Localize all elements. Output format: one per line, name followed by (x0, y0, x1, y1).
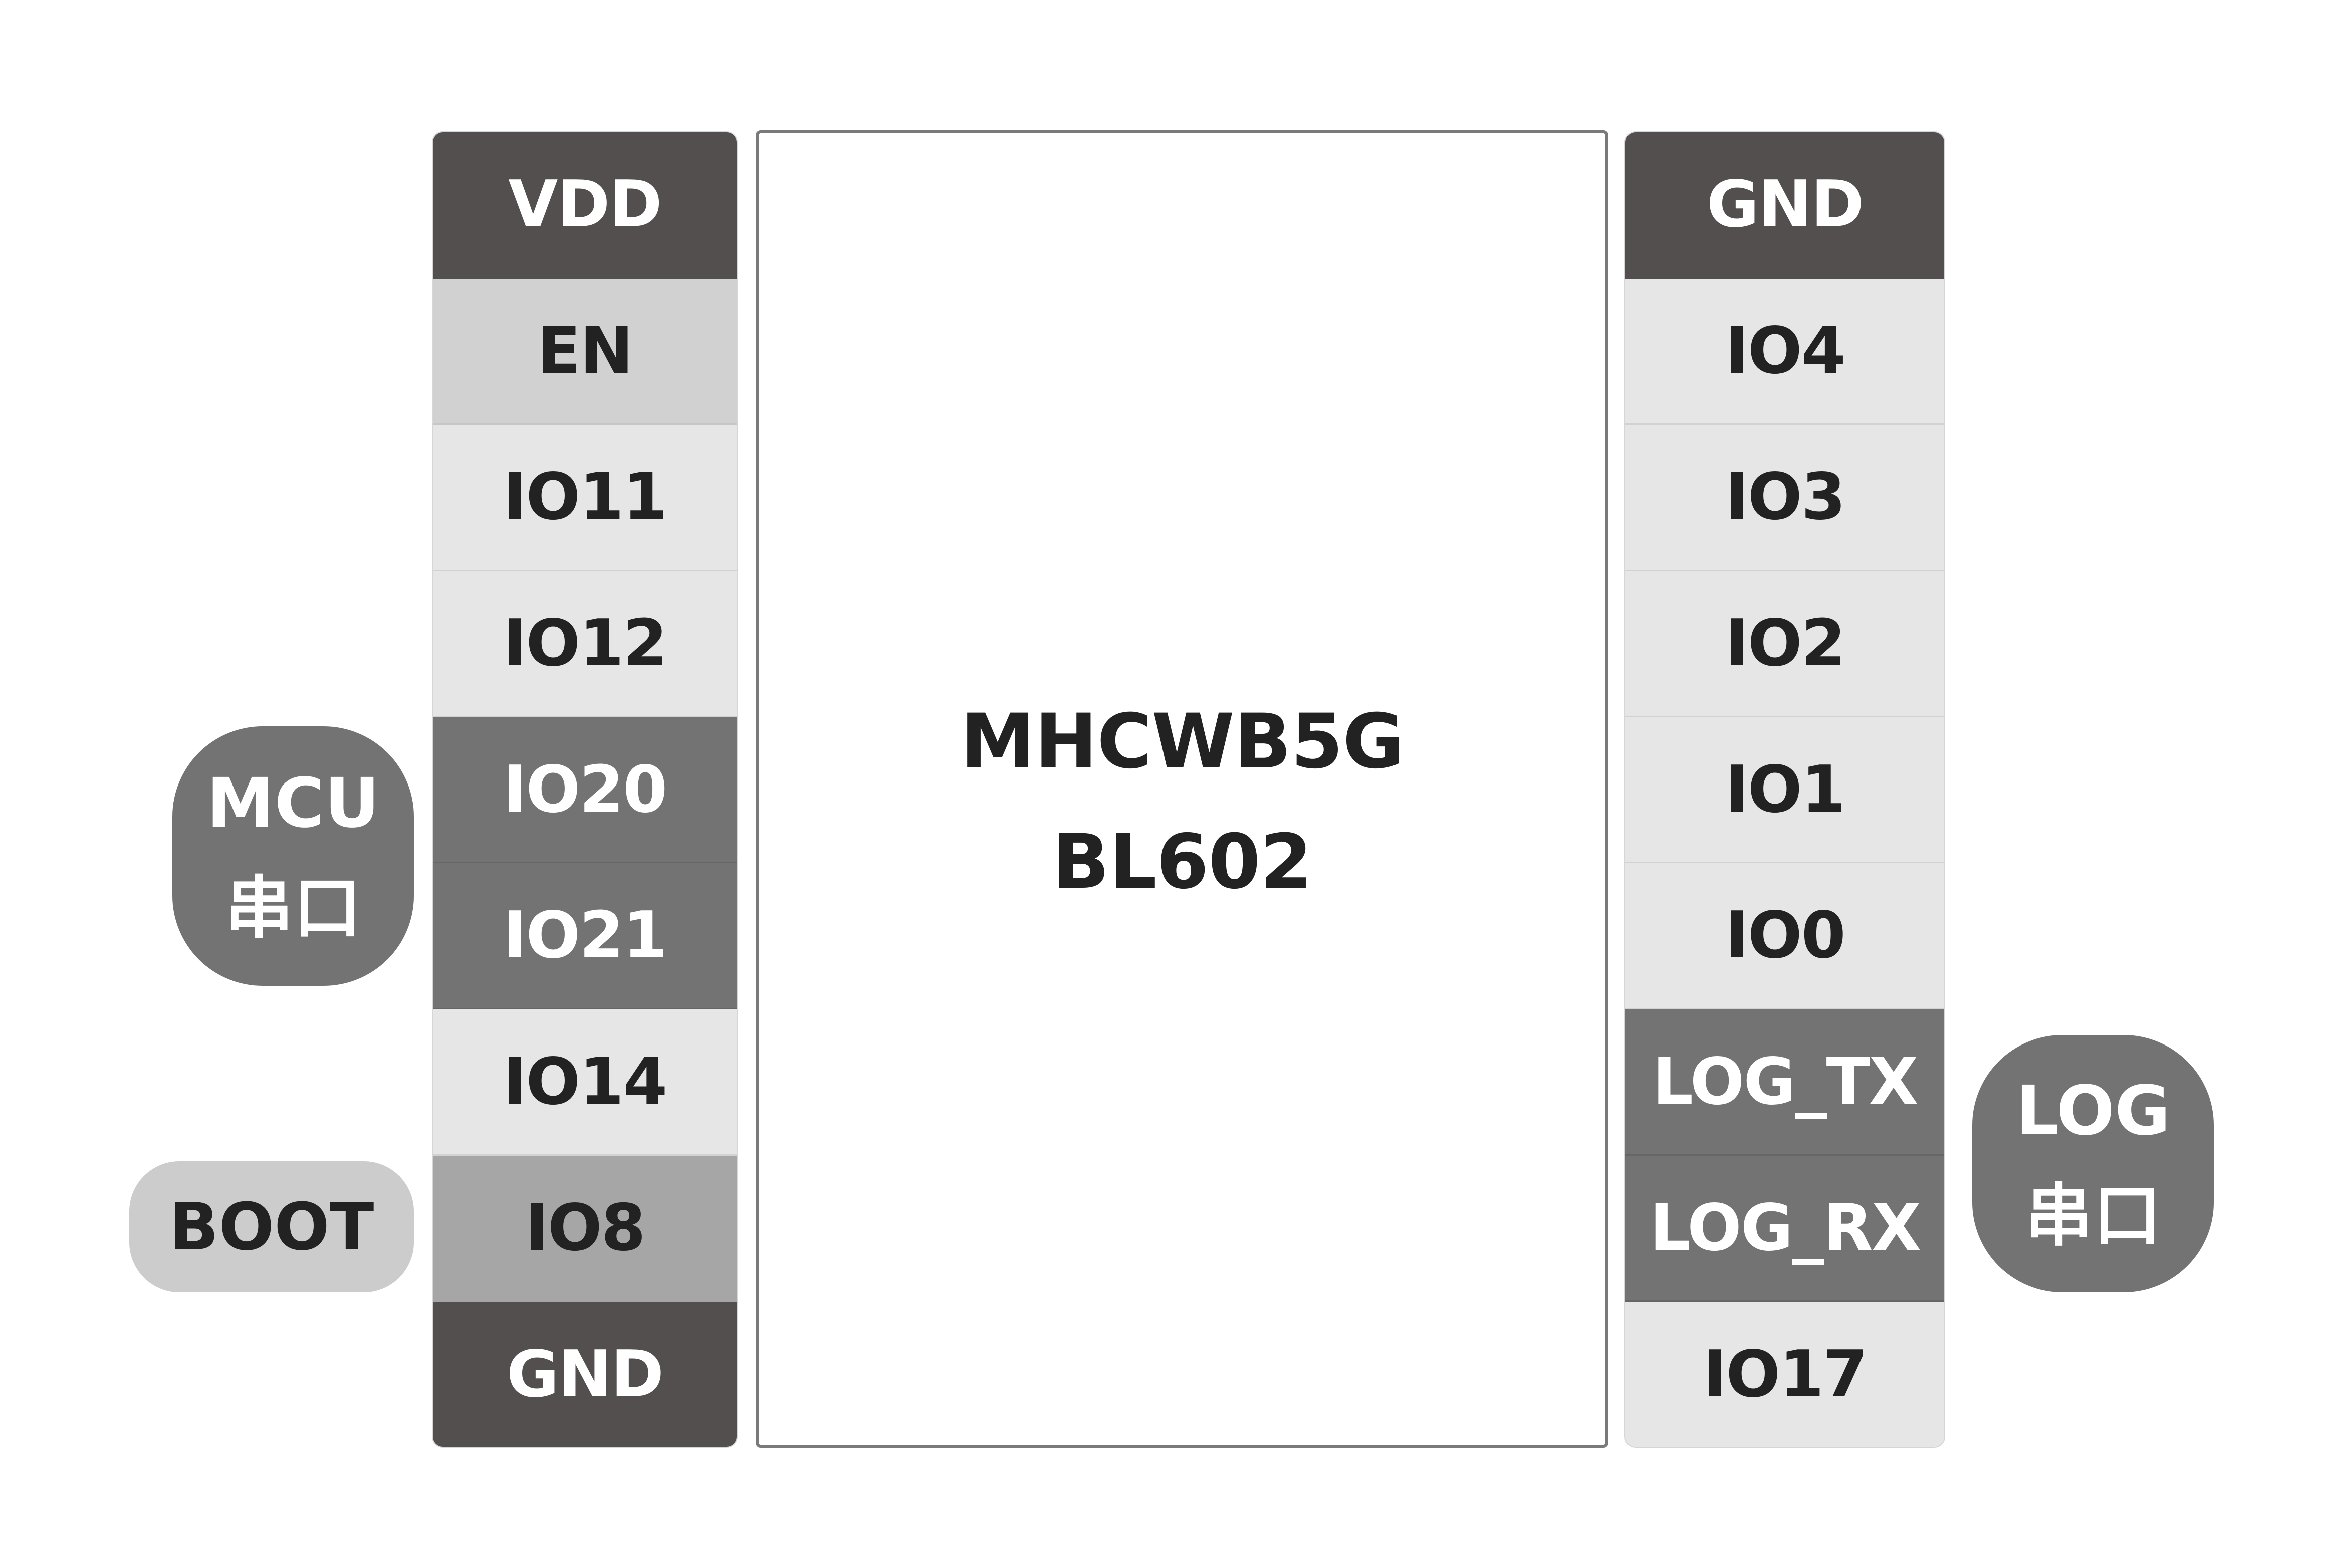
pin-left-io20: IO20 (433, 717, 737, 864)
mcu-tag-line2: 串口 (225, 869, 361, 948)
pin-right-io1: IO1 (1625, 717, 1944, 864)
mcu-uart-tag: MCU 串口 (172, 726, 414, 986)
pin-right-log-tx: LOG_TX (1625, 1009, 1944, 1156)
module-chip-label: BL602 (1052, 819, 1312, 906)
left-pin-column: VDD EN IO11 IO12 IO20 IO21 IO14 IO8 GND (432, 131, 738, 1448)
pin-left-io12: IO12 (433, 571, 737, 717)
pin-right-io3: IO3 (1625, 424, 1944, 571)
pin-left-vdd: VDD (433, 132, 737, 279)
boot-tag-label: BOOT (169, 1189, 374, 1265)
log-tag-line2: 串口 (2025, 1177, 2161, 1256)
log-tag-line1: LOG (2015, 1072, 2171, 1151)
pin-left-io11: IO11 (433, 424, 737, 571)
pin-right-io17: IO17 (1625, 1302, 1944, 1447)
right-pin-column: GND IO4 IO3 IO2 IO1 IO0 LOG_TX LOG_RX IO… (1624, 131, 1945, 1448)
pin-right-io0: IO0 (1625, 863, 1944, 1010)
pin-right-log-rx: LOG_RX (1625, 1156, 1944, 1302)
pin-right-io4: IO4 (1625, 278, 1944, 425)
pin-right-gnd: GND (1625, 132, 1944, 279)
mcu-tag-line1: MCU (206, 764, 380, 843)
module-body: MHCWB5G BL602 (756, 130, 1608, 1448)
pin-left-io21: IO21 (433, 863, 737, 1010)
pin-left-gnd: GND (433, 1302, 737, 1447)
pin-right-io2: IO2 (1625, 571, 1944, 717)
pin-left-io14: IO14 (433, 1009, 737, 1156)
pin-left-io8: IO8 (433, 1156, 737, 1302)
boot-tag: BOOT (129, 1161, 414, 1292)
pin-left-en: EN (433, 278, 737, 425)
log-uart-tag: LOG 串口 (1972, 1035, 2214, 1292)
module-model-label: MHCWB5G (960, 698, 1404, 786)
